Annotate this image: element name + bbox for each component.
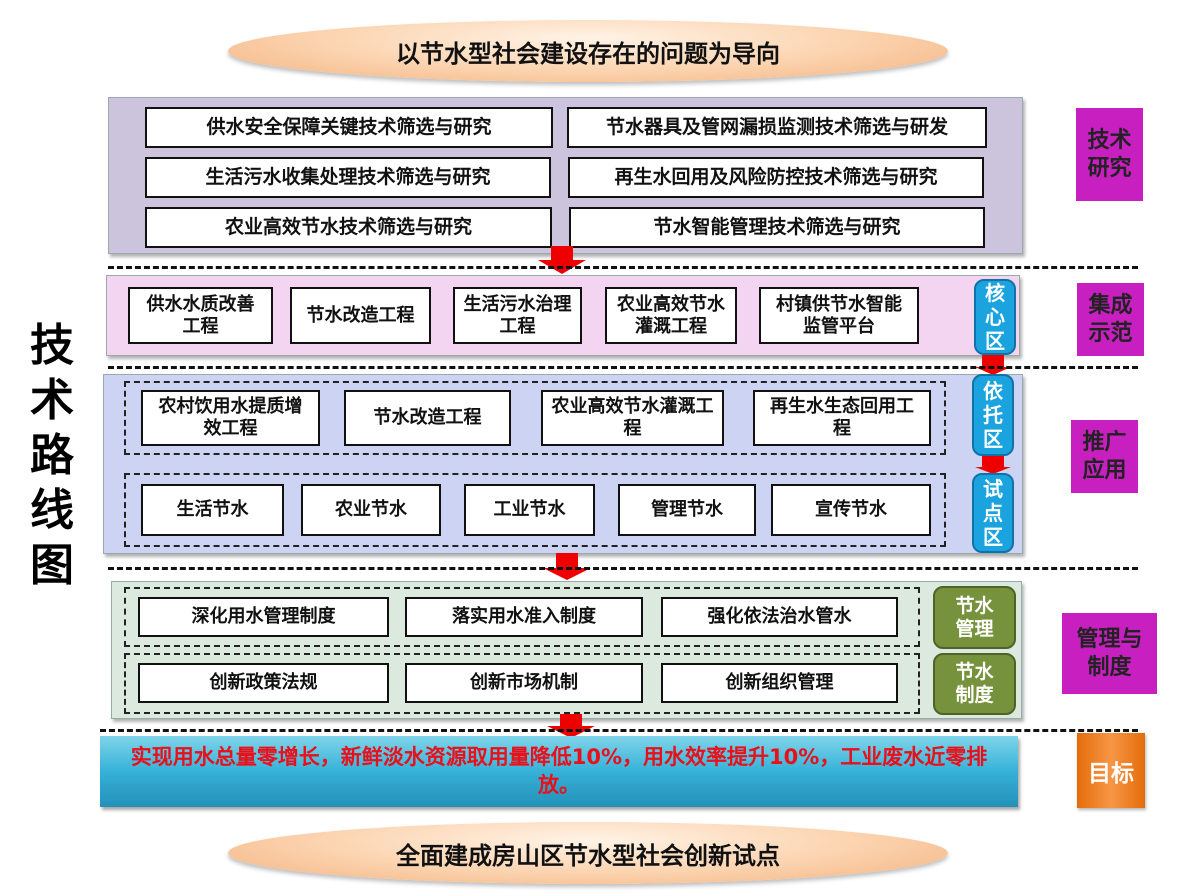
tag-text: 技术研究 bbox=[1087, 128, 1132, 181]
promotion-item: 管理节水 bbox=[618, 484, 756, 536]
label-text: 节水制度 bbox=[955, 661, 994, 706]
label-water-management: 节水管理 bbox=[933, 586, 1016, 649]
tag-text: 推广应用 bbox=[1082, 430, 1127, 483]
demo-item: 农业高效节水灌溉工程 bbox=[605, 287, 737, 344]
research-item: 再生水回用及风险防控技术筛选与研究 bbox=[568, 157, 984, 198]
side-title-char: 路 bbox=[30, 430, 74, 481]
top-banner: 以节水型社会建设存在的问题为导向 bbox=[228, 20, 948, 82]
tag-promotion: 推广应用 bbox=[1071, 420, 1138, 493]
side-title-char: 术 bbox=[30, 375, 74, 426]
demo-item: 村镇供节水智能监管平台 bbox=[759, 287, 919, 344]
research-item: 生活污水收集处理技术筛选与研究 bbox=[145, 157, 551, 198]
promotion-item: 农村饮用水提质增效工程 bbox=[141, 390, 320, 446]
goal-panel: 实现用水总量零增长，新鲜淡水资源取用量降低10%，用水效率提升10%，工业废水近… bbox=[100, 736, 1018, 807]
management-item: 强化依法治水管水 bbox=[661, 597, 898, 637]
research-item: 节水智能管理技术筛选与研究 bbox=[569, 207, 985, 248]
management-item: 创新组织管理 bbox=[661, 663, 898, 703]
side-title: 技 术 路 线 图 bbox=[22, 318, 82, 593]
top-banner-text: 以节水型社会建设存在的问题为导向 bbox=[396, 39, 780, 68]
zone-text: 试点区 bbox=[983, 477, 1003, 549]
bottom-banner-text: 全面建成房山区节水型社会创新试点 bbox=[396, 841, 780, 870]
management-item: 创新市场机制 bbox=[405, 663, 643, 703]
management-group-2 bbox=[124, 653, 920, 714]
demo-item: 生活污水治理工程 bbox=[453, 287, 582, 344]
zone-core: 核心区 bbox=[974, 279, 1016, 355]
separator-line bbox=[108, 266, 1138, 269]
separator-line bbox=[100, 729, 1138, 732]
promotion-item: 宣传节水 bbox=[771, 484, 931, 536]
management-item: 深化用水管理制度 bbox=[138, 597, 389, 637]
research-item: 供水安全保障关键技术筛选与研究 bbox=[145, 107, 553, 148]
tag-text: 管理与制度 bbox=[1076, 627, 1143, 680]
zone-text: 依托区 bbox=[983, 379, 1003, 451]
zone-text: 核心区 bbox=[985, 281, 1005, 353]
label-water-system: 节水制度 bbox=[933, 653, 1016, 715]
separator-line bbox=[108, 567, 1138, 570]
management-item: 创新政策法规 bbox=[138, 663, 389, 703]
demo-item: 节水改造工程 bbox=[290, 287, 431, 344]
label-text: 节水管理 bbox=[955, 594, 994, 640]
management-group-1 bbox=[124, 587, 920, 647]
research-item: 农业高效节水技术筛选与研究 bbox=[145, 207, 552, 248]
separator-line bbox=[108, 366, 1138, 369]
tag-management: 管理与制度 bbox=[1062, 613, 1157, 694]
promotion-item: 生活节水 bbox=[141, 484, 284, 536]
bottom-banner: 全面建成房山区节水型社会创新试点 bbox=[228, 822, 948, 884]
research-item: 节水器具及管网漏损监测技术筛选与研发 bbox=[567, 107, 987, 148]
side-title-char: 图 bbox=[30, 540, 74, 591]
side-title-char: 线 bbox=[30, 485, 74, 536]
zone-rely: 依托区 bbox=[972, 374, 1014, 456]
promotion-item: 农业节水 bbox=[301, 484, 441, 536]
tag-text: 集成示范 bbox=[1088, 293, 1133, 346]
promotion-item: 农业高效节水灌溉工程 bbox=[541, 390, 724, 446]
tag-integration-demo: 集成示范 bbox=[1077, 283, 1144, 356]
management-item: 落实用水准入制度 bbox=[405, 597, 643, 637]
promotion-group-2 bbox=[124, 473, 946, 547]
promotion-item: 工业节水 bbox=[464, 484, 595, 536]
promotion-item: 节水改造工程 bbox=[344, 390, 511, 446]
promotion-group-1 bbox=[124, 381, 946, 455]
tag-tech-research: 技术研究 bbox=[1076, 108, 1143, 201]
demo-item: 供水水质改善工程 bbox=[128, 287, 273, 344]
zone-pilot: 试点区 bbox=[972, 473, 1014, 553]
goal-text: 实现用水总量零增长，新鲜淡水资源取用量降低10%，用水效率提升10%，工业废水近… bbox=[130, 745, 988, 797]
promotion-item: 再生水生态回用工程 bbox=[753, 390, 931, 446]
tag-goal: 目标 bbox=[1077, 733, 1145, 808]
tag-text: 目标 bbox=[1088, 760, 1134, 787]
side-title-char: 技 bbox=[30, 320, 74, 371]
